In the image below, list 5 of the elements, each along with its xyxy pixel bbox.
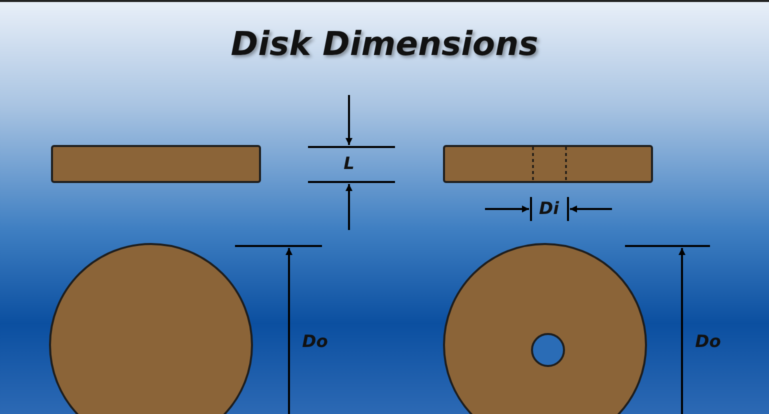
dimension-label: Do: [302, 332, 328, 352]
dimension-label: L: [344, 154, 354, 174]
dimension-label: Di: [539, 199, 559, 219]
title: Disk Dimensions: [230, 24, 540, 63]
dimension-label: Do: [695, 332, 721, 352]
